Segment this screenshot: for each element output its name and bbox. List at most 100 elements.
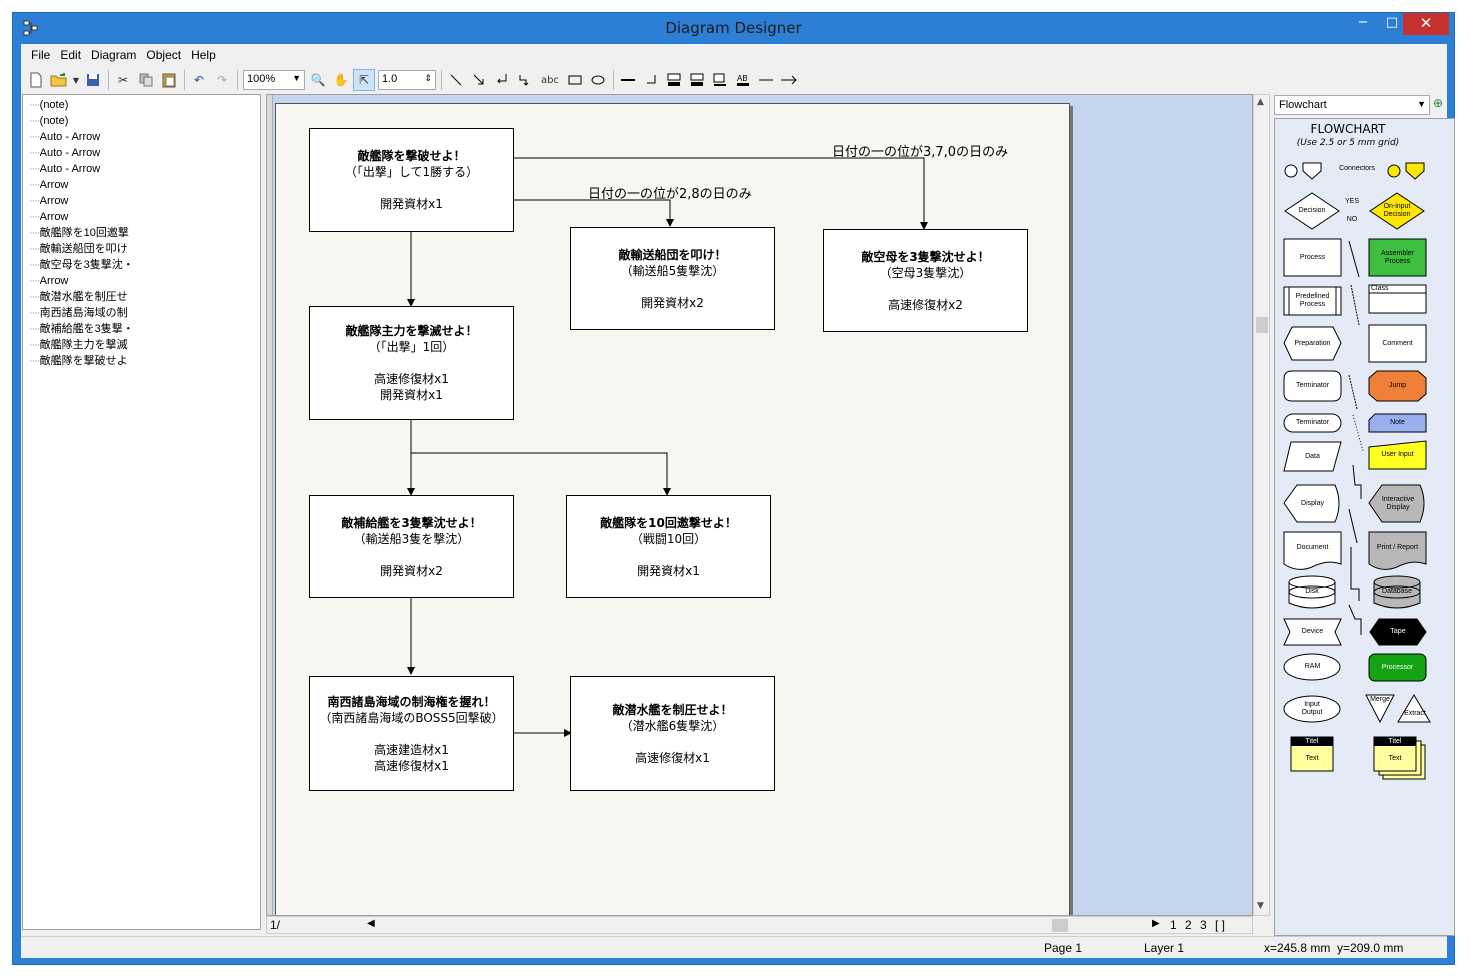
tree-item[interactable]: ····Auto - Arrow <box>23 129 260 145</box>
tree-item[interactable]: ····敵輸送船団を叩け <box>23 241 260 257</box>
hand-pan-icon[interactable]: ✋ <box>333 73 349 87</box>
database-shape[interactable] <box>1373 575 1421 609</box>
menu-file[interactable]: File <box>31 48 51 62</box>
title-bar[interactable]: Diagram Designer − □ ✕ <box>13 13 1454 43</box>
elbow-arrow-icon[interactable] <box>491 69 513 91</box>
cut-icon[interactable]: ✂ <box>117 73 129 87</box>
vertical-scrollbar[interactable]: ▲ ▼ <box>1253 94 1270 916</box>
menu-help[interactable]: Help <box>191 48 216 62</box>
preparation-shape[interactable] <box>1283 326 1342 361</box>
terminator2-shape[interactable] <box>1283 413 1342 433</box>
arrow-1-to-2[interactable] <box>513 199 674 227</box>
jump-shape[interactable] <box>1368 370 1427 402</box>
zoom-magnifier-icon[interactable]: 🔍 <box>310 73 326 87</box>
assembler-process-shape[interactable] <box>1368 238 1427 277</box>
auto-arrow-icon[interactable] <box>514 69 536 91</box>
tree-item[interactable]: ····Auto - Arrow <box>23 161 260 177</box>
user-input-shape[interactable] <box>1368 440 1427 470</box>
rectangle-tool-icon[interactable] <box>564 69 586 91</box>
connector-shapes[interactable] <box>1284 162 1425 180</box>
tree-item[interactable]: ····南西諸島海域の制 <box>23 305 260 321</box>
node-supply-ship[interactable]: 敵補給艦を3隻撃沈せよ！ （輸送船3隻を撃沈） 開発資材x2 <box>309 495 514 598</box>
scroll-thumb-horizontal[interactable] <box>1052 919 1068 932</box>
tree-item[interactable]: ····Arrow <box>23 209 260 225</box>
redo-icon[interactable]: ↷ <box>216 73 228 87</box>
class-shape[interactable] <box>1368 284 1427 314</box>
minimize-button[interactable]: − <box>1357 15 1369 30</box>
interactive-display-shape[interactable] <box>1368 484 1425 523</box>
tree-item[interactable]: ····(note) <box>23 97 260 113</box>
page-tab-left[interactable]: 1/ <box>270 918 281 932</box>
titel-text-stack-shape[interactable] <box>1373 736 1426 780</box>
terminator1-shape[interactable] <box>1283 370 1342 402</box>
copy-icon[interactable] <box>135 69 157 91</box>
page-tab-2[interactable]: 2 <box>1185 918 1192 932</box>
tree-item[interactable]: ····敵空母を3隻撃沈・ <box>23 257 260 273</box>
arrow-head-icon[interactable] <box>778 69 800 91</box>
processor-shape[interactable] <box>1368 653 1427 682</box>
tape-shape[interactable] <box>1369 618 1427 646</box>
menu-edit[interactable]: Edit <box>60 48 82 62</box>
line-style-icon[interactable] <box>617 69 639 91</box>
fill-color-icon[interactable] <box>663 69 685 91</box>
line-tool-icon[interactable] <box>445 69 467 91</box>
text-tool-icon[interactable]: abc <box>541 74 559 86</box>
input-output-shape[interactable] <box>1283 695 1341 723</box>
stencil-select[interactable]: Flowchart ▼ <box>1274 95 1430 115</box>
tree-item[interactable]: ····敵潜水艦を制圧せ <box>23 289 260 305</box>
shadow-icon[interactable] <box>709 69 731 91</box>
scroll-right-icon[interactable]: ▶ <box>1152 918 1160 929</box>
scroll-up-icon[interactable]: ▲ <box>1257 97 1264 107</box>
object-tree[interactable]: ····(note)····(note)····Auto - Arrow····… <box>22 94 261 930</box>
ellipse-tool-icon[interactable] <box>587 69 609 91</box>
tree-item[interactable]: ····敵補給艦を3隻撃・ <box>23 321 260 337</box>
line-end-icon[interactable] <box>755 69 777 91</box>
node-carrier-sink[interactable]: 敵空母を3隻撃沈せよ！ （空母3隻撃沈） 高速修復材x2 <box>823 229 1028 332</box>
zoom-select[interactable]: 100%▼ <box>243 70 305 90</box>
menu-object[interactable]: Object <box>146 48 182 62</box>
arrow-tool-icon[interactable] <box>468 69 490 91</box>
scroll-thumb[interactable] <box>1256 317 1268 333</box>
ram-shape[interactable] <box>1283 653 1341 681</box>
maximize-button[interactable]: □ <box>1385 15 1399 30</box>
tree-item[interactable]: ····敵艦隊を撃破せよ <box>23 353 260 369</box>
tree-item[interactable]: ····(note) <box>23 113 260 129</box>
close-button[interactable]: ✕ <box>1403 13 1449 35</box>
comment-shape[interactable] <box>1368 324 1427 363</box>
node-southwest-islands[interactable]: 南西諸島海域の制海権を握れ！ （南西諸島海域のBOSS5回撃破） 高速建造材x1… <box>309 676 514 791</box>
save-icon[interactable] <box>82 69 104 91</box>
predefined-process-shape[interactable] <box>1283 286 1342 316</box>
paste-icon[interactable] <box>158 69 180 91</box>
display-shape[interactable] <box>1283 484 1340 523</box>
new-file-icon[interactable] <box>25 69 47 91</box>
tree-item[interactable]: ····敵艦隊を10回邀撃 <box>23 225 260 241</box>
titel-text-shape[interactable] <box>1290 736 1334 772</box>
flowchart-stencil[interactable]: FLOWCHART (Use 2.5 or 5 mm grid) <box>1274 118 1455 936</box>
arrow-4-to-6[interactable] <box>411 452 671 496</box>
menu-diagram[interactable]: Diagram <box>91 48 137 62</box>
open-folder-icon[interactable] <box>48 69 70 91</box>
tree-item[interactable]: ····Arrow <box>23 177 260 193</box>
line-color-icon[interactable] <box>686 69 708 91</box>
page-tab-1[interactable]: 1 <box>1170 918 1177 932</box>
decision-shape[interactable] <box>1284 192 1340 230</box>
edge-label-370[interactable]: 日付の一の位が3,7,0の日のみ <box>832 145 1009 160</box>
scroll-left-icon[interactable]: ◀ <box>367 918 375 929</box>
node-submarine[interactable]: 敵潜水艦を制圧せよ！ （潜水艦6隻撃沈） 高速修復材x1 <box>570 676 775 791</box>
device-shape[interactable] <box>1283 618 1342 646</box>
tree-item[interactable]: ····Arrow <box>23 193 260 209</box>
document-shape[interactable] <box>1283 531 1342 570</box>
node-transport-fleet[interactable]: 敵輸送船団を叩け！ （輸送船5隻撃沈） 開発資材x2 <box>570 227 775 330</box>
process-shape[interactable] <box>1283 238 1342 277</box>
horizontal-scrollbar[interactable]: 1/ ◀ ▶ 1 2 3 [ ] <box>266 916 1253 934</box>
line-corner-icon[interactable] <box>640 69 662 91</box>
on-input-decision-shape[interactable] <box>1369 192 1425 230</box>
node-defeat-fleet[interactable]: 敵艦隊を撃破せよ！ （「出撃」して1勝する） 開発資材x1 <box>309 128 514 232</box>
print-report-shape[interactable] <box>1368 531 1427 570</box>
node-intercept-10[interactable]: 敵艦隊を10回邀撃せよ！ （戦闘10回） 開発資材x1 <box>566 495 771 598</box>
page-tab-3[interactable]: 3 <box>1200 918 1207 932</box>
tree-item[interactable]: ····Arrow <box>23 273 260 289</box>
arrow-1-to-3[interactable] <box>513 157 928 230</box>
note-shape[interactable] <box>1368 413 1427 433</box>
font-color-icon[interactable]: AB <box>732 69 754 91</box>
